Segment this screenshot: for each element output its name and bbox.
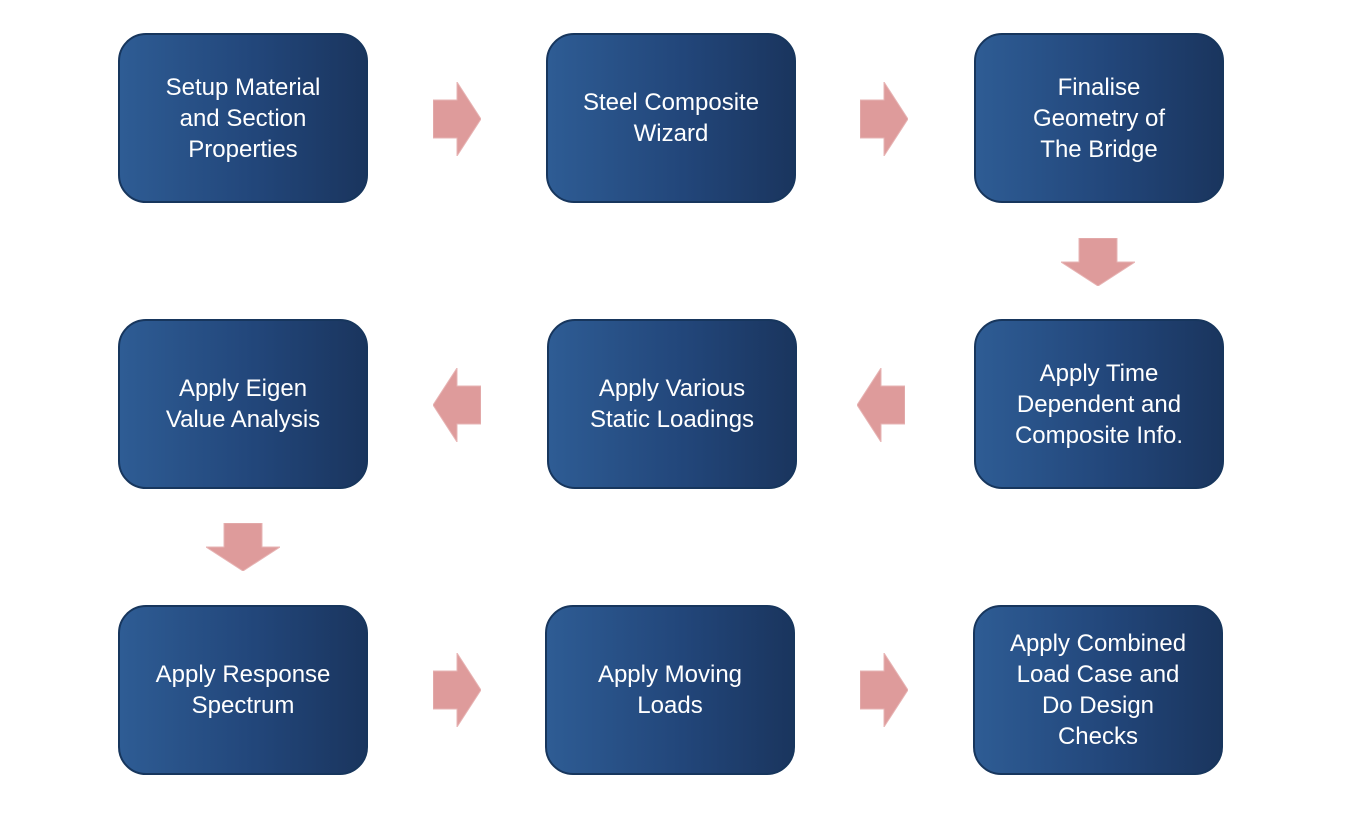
step-static-loadings: Apply Various Static Loadings [547, 319, 797, 489]
arrow-right-icon [860, 653, 908, 727]
arrow-right-icon [433, 82, 481, 156]
step-label: Setup Material and Section Properties [165, 73, 321, 163]
step-steel-composite-wizard: Steel Composite Wizard [546, 33, 796, 203]
arrow-left-icon [433, 368, 481, 442]
arrow-down-icon [1061, 238, 1135, 286]
step-eigen-value: Apply Eigen Value Analysis [118, 319, 368, 489]
step-label: Apply Response Spectrum [155, 661, 331, 719]
arrow-left-icon [857, 368, 905, 442]
step-finalise-geometry: Finalise Geometry of The Bridge [974, 33, 1224, 203]
arrow-down-icon [206, 523, 280, 571]
step-time-dependent: Apply Time Dependent and Composite Info. [974, 319, 1224, 489]
step-label: Steel Composite Wizard [582, 89, 760, 147]
step-setup-material: Setup Material and Section Properties [118, 33, 368, 203]
step-label: Apply Time Dependent and Composite Info. [1014, 359, 1184, 449]
step-combined-load-case: Apply Combined Load Case and Do Design C… [973, 605, 1223, 775]
step-label: Finalise Geometry of The Bridge [1032, 73, 1166, 163]
step-label: Apply Eigen Value Analysis [165, 375, 321, 433]
arrow-right-icon [433, 653, 481, 727]
step-label: Apply Various Static Loadings [589, 375, 755, 433]
step-moving-loads: Apply Moving Loads [545, 605, 795, 775]
step-label: Apply Moving Loads [597, 661, 743, 719]
step-response-spectrum: Apply Response Spectrum [118, 605, 368, 775]
step-label: Apply Combined Load Case and Do Design C… [1009, 630, 1187, 750]
arrow-right-icon [860, 82, 908, 156]
